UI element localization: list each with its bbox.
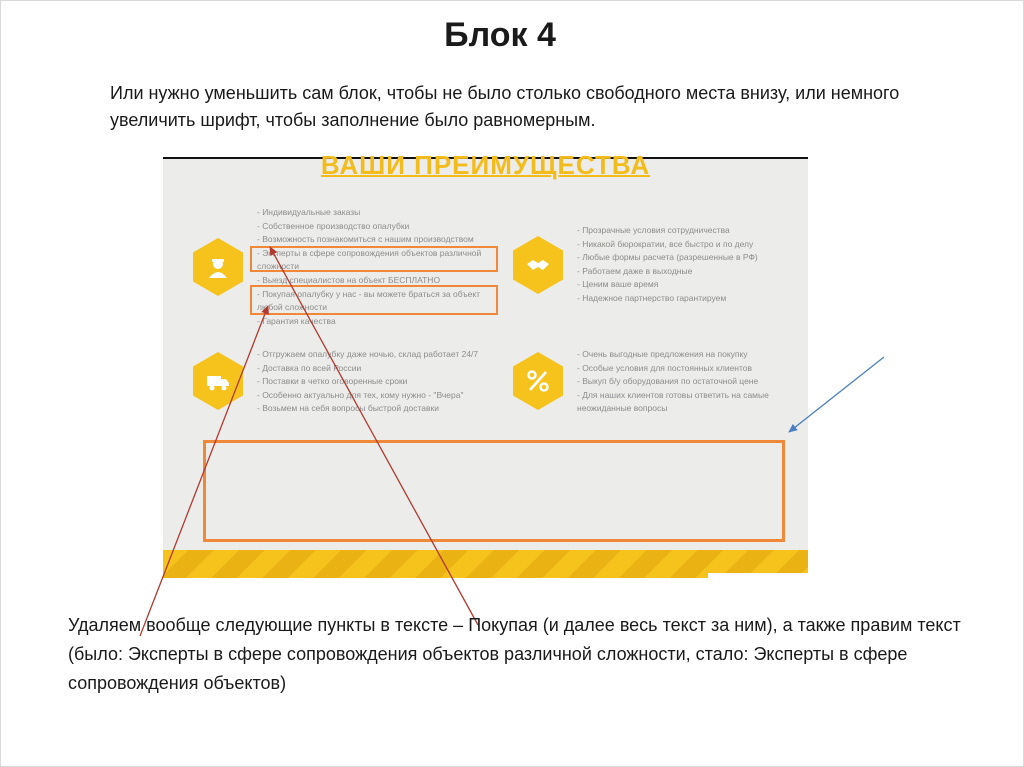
list-item: - Для наших клиентов готовы ответить на … [577,389,769,400]
list-block-2: - Прозрачные условия сотрудничества - Ни… [577,224,758,306]
list-item: - Доставка по всей России [257,362,362,373]
list-item: - Надежное партнерство гарантируем [577,292,727,303]
advantages-heading: ВАШИ ПРЕИМУЩЕСТВА [320,150,651,180]
website-screenshot: ВАШИ ПРЕИМУЩЕСТВА - Индивидуальные заказ… [163,150,808,578]
highlight-experts [250,246,498,272]
list-item: - Гарантия качества [257,315,336,326]
list-item: - Индивидуальные заказы [257,207,361,217]
list-item: - Собственное производство опалубки [257,220,410,231]
outro-text: Удаляем вообще следующие пункты в тексте… [68,615,961,693]
list-item: - Возможность познакомиться с нашим прои… [257,234,474,245]
list-item: - Очень выгодные предложения на покупку [577,349,748,359]
list-item: - Возьмем на себя вопросы быстрой достав… [257,403,439,414]
list-item: - Выкуп б/у оборудования по остаточной ц… [577,376,759,387]
list-item: - Любые формы расчета (разрешенные в РФ) [577,252,758,263]
list-item: - Поставки в четко оговоренные сроки [257,376,408,387]
list-item: - Никакой бюрократии, все быстро и по де… [577,238,754,249]
list-block-4: - Очень выгодные предложения на покупку … [577,348,769,416]
handshake-icon [513,236,563,294]
list-item: - Работаем даже в выходные [577,265,693,276]
worker-icon [193,238,243,296]
list-item: - Особые условия для постоянных клиентов [577,362,753,373]
intro-text: Или нужно уменьшить сам блок, чтобы не б… [110,83,900,130]
stripe-cut [708,573,808,578]
list-item: - Особенно актуально для тех, кому нужно… [257,389,464,400]
list-item: - Отгружаем опалубку даже ночью, склад р… [257,349,479,359]
highlight-buying [250,285,498,315]
screenshot-top-line [163,157,808,159]
truck-icon [193,352,243,410]
slide-title: Блок 4 [444,16,556,54]
yellow-stripe-band [163,550,808,578]
empty-space-highlight [203,440,785,542]
list-block-3: - Отгружаем опалубку даже ночью, склад р… [257,348,478,416]
list-item: - Ценим ваше время [577,279,659,290]
list-item: - Прозрачные условия сотрудничества [577,225,730,235]
percent-icon [513,352,563,410]
list-item: неожиданные вопросы [577,403,668,414]
